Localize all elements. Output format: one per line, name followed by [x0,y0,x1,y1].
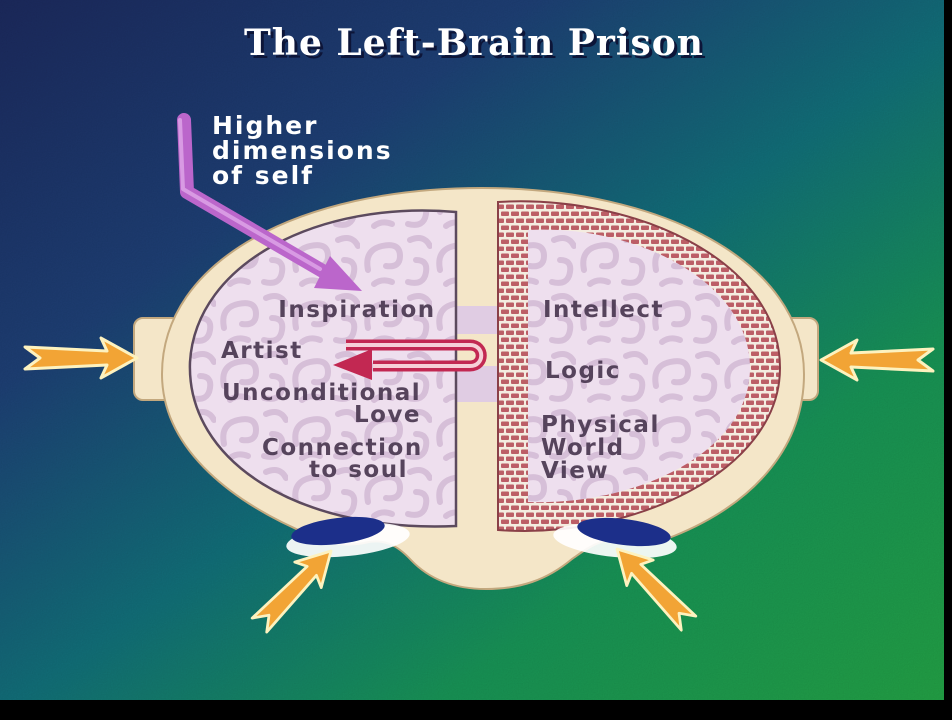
page-title: The Left-Brain Prison The Left-Brain Pri… [244,22,707,67]
right-letterbox-bar [944,0,952,720]
left-hemisphere [188,209,458,528]
label-connection: Connection [262,435,423,461]
label-artist: Artist [221,338,303,364]
higher-dimensions-inflow-arrow [177,113,362,291]
label-physical: Physical [541,412,660,438]
page-title-shadow: The Left-Brain Prison [247,25,707,67]
blocked-hemisphere-communication-arrow [333,339,487,380]
right-brain-labels: Intellect Logic Physical World View [541,297,664,484]
label-view: View [541,458,609,484]
higher-dimensions-callout: Higher dimensions of self [212,111,393,190]
label-unconditional: Unconditional [222,380,421,406]
label-inspiration: Inspiration [278,297,435,323]
label-world: World [541,435,625,461]
left-brain-labels: Inspiration Artist Unconditional Love Co… [221,297,435,483]
right-hemisphere [528,229,750,503]
bottom-letterbox-bar [0,700,952,720]
label-to-soul: to soul [309,457,408,483]
right-blue-shape [577,517,671,547]
left-blue-shape [291,516,385,546]
callout-line-2: dimensions [212,136,393,165]
label-love: Love [354,402,421,428]
callout-line-3: of self [212,161,314,190]
label-intellect: Intellect [543,297,664,323]
label-logic: Logic [545,358,621,384]
page-title-text: The Left-Brain Prison [244,22,704,64]
callout-line-1: Higher [212,111,318,140]
